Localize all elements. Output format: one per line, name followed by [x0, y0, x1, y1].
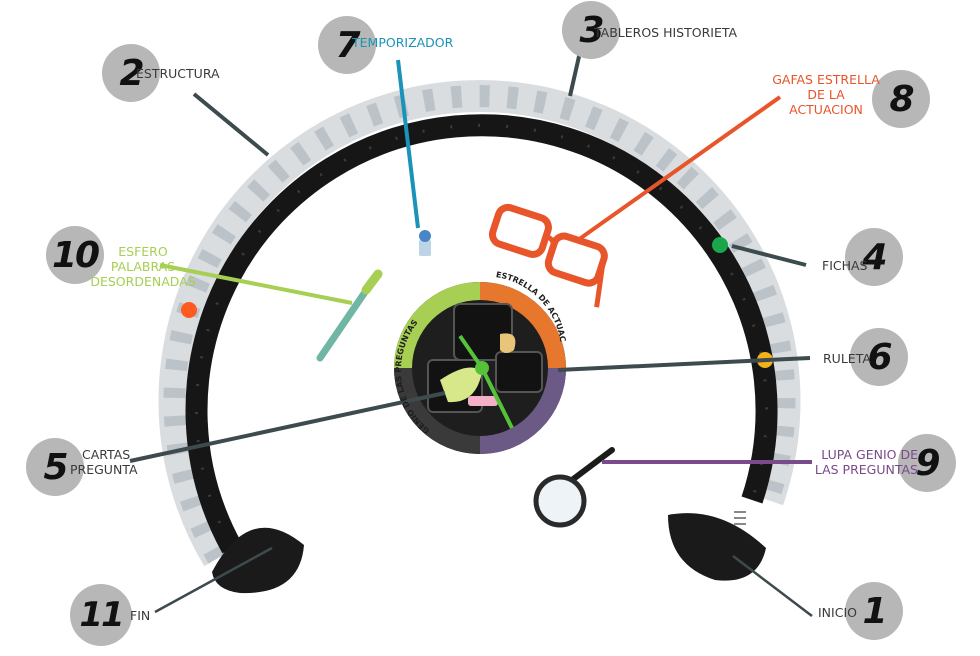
leader-10: [159, 263, 353, 305]
arc-card-strip: [158, 80, 801, 567]
glasses: [488, 203, 608, 308]
badge-2: 2: [102, 44, 160, 102]
label-gafas-line1: GAFAS ESTRELLA: [772, 72, 880, 87]
label-gafas: GAFAS ESTRELLA DE LA ACTUACION: [762, 72, 890, 117]
label-gafas-line2: DE LA: [807, 87, 845, 102]
spring: [734, 511, 746, 525]
leader-6: [557, 356, 811, 372]
badge-4: 4: [845, 228, 903, 286]
badge-8: 8: [872, 70, 930, 128]
label-ruleta: RULETA: [823, 351, 871, 366]
label-cartas-line2: PREGUNTA: [70, 462, 138, 477]
label-inicio: INICIO: [818, 605, 857, 620]
leader-5: [129, 391, 446, 463]
badge-9: 9: [898, 434, 956, 492]
leader-8: [576, 95, 782, 242]
badge-7: 7: [318, 16, 376, 74]
token-orange: [181, 302, 197, 318]
label-esfero-line3: DESORDENADAS: [90, 274, 196, 289]
label-esfero-line1: ESFERO: [118, 244, 168, 259]
roulette: [394, 282, 566, 454]
leader-4: [731, 244, 807, 267]
magnifier: [533, 447, 615, 528]
label-temporizador: TEMPORIZADOR: [352, 35, 454, 50]
label-lupa-line1: LUPA GENIO DE: [821, 447, 918, 462]
label-lupa: LUPA GENIO DE LAS PREGUNTAS: [806, 447, 918, 477]
dome-fin: [212, 527, 304, 594]
badge-10: 10: [46, 226, 104, 284]
label-gafas-line3: ACTUACION: [789, 102, 863, 117]
token-green: [712, 237, 728, 253]
leader-1: [732, 555, 813, 617]
label-tableros-historieta: TABLEROS HISTORIETA: [594, 25, 738, 40]
timer-base: [419, 240, 431, 256]
leader-7: [396, 59, 420, 229]
label-lupa-line2: LAS PREGUNTAS: [814, 462, 918, 477]
leader-2: [192, 92, 270, 157]
leader-11: [154, 546, 273, 614]
label-cartas-line1: CARTAS: [82, 447, 131, 462]
badge-5: 5: [26, 438, 84, 496]
label-cartas-pregunta: CARTAS PREGUNTA: [70, 447, 138, 477]
badge-6: 6: [850, 328, 908, 386]
badge-11: 11: [70, 584, 132, 646]
arc-black-track: [185, 114, 778, 554]
leader-3: [568, 51, 582, 97]
label-estructura: ESTRUCTURA: [136, 66, 220, 81]
label-fichas: FICHAS: [822, 258, 868, 273]
label-esfero: ESFERO PALABRAS DESORDENADAS: [88, 244, 198, 289]
badge-3: 3: [562, 1, 620, 59]
badge-1: 1: [845, 582, 903, 640]
label-esfero-line2: PALABRAS: [110, 259, 176, 274]
timer-top: [419, 230, 431, 242]
label-fin: FIN: [130, 608, 151, 623]
